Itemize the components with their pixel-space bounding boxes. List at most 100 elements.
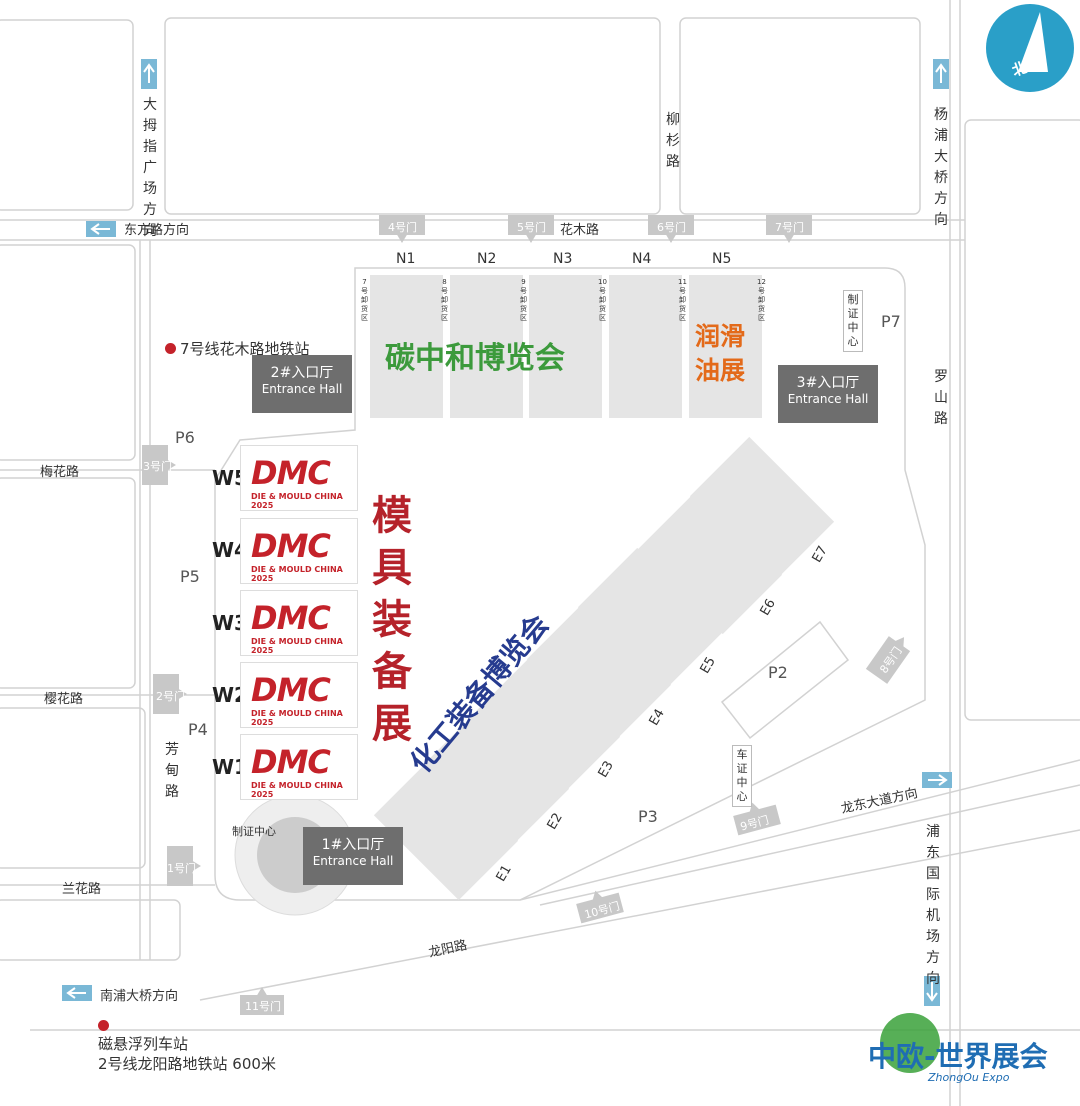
exhibit-lubricant-2: 油展 [695, 356, 746, 385]
exhibit-mold: 模具装备展 [372, 493, 412, 747]
cert-center-south: 制证中心 [232, 825, 276, 838]
hall-n4[interactable] [609, 275, 682, 418]
hall-e3[interactable] [475, 651, 621, 797]
cert-center-north: 制证中心 [843, 290, 863, 352]
metro-icon [98, 1020, 109, 1031]
dmc-sub: DIE & MOULD CHINA 2025 [251, 637, 343, 655]
hall-e2[interactable] [424, 703, 570, 849]
block-w1 [0, 244, 136, 461]
exhibit-lubricant-1: 润滑 [695, 322, 746, 351]
gate-4-label: 4号门 [388, 221, 417, 234]
block-w3 [0, 707, 146, 869]
gate-10[interactable] [574, 885, 624, 924]
road-liushan: 柳杉路 [666, 112, 680, 170]
loading-9: 9号卸货区 [520, 278, 527, 322]
dmc-sub: DIE & MOULD CHINA 2025 [251, 492, 343, 510]
hall-n5[interactable] [689, 275, 762, 418]
brand-logo: 中欧-世界展会 ZhongOu Expo [868, 1013, 1068, 1098]
gate-9[interactable] [731, 797, 781, 836]
arrow-yangpu-icon [933, 59, 949, 89]
hall-w2[interactable]: DMC DIE & MOULD CHINA 2025 [240, 662, 358, 728]
hall-n5-label: N5 [712, 251, 732, 267]
brand-cn: 中欧-世界展会 [868, 1040, 1048, 1073]
road-nanpu: 南浦大桥方向 [100, 989, 179, 1004]
dmc-sub: DIE & MOULD CHINA 2025 [251, 565, 343, 583]
dmc-sub: DIE & MOULD CHINA 2025 [251, 781, 343, 799]
road-yinghua: 樱花路 [44, 692, 84, 707]
gate-11[interactable] [240, 987, 284, 1015]
entrance-3-cn: 3#入口厅 [796, 375, 860, 391]
gate-7[interactable] [766, 215, 812, 243]
loading-10: 10号卸货区 [598, 278, 607, 322]
gate-6[interactable] [648, 215, 694, 243]
metro-line7: 7号线花木路地铁站 [165, 338, 310, 359]
hall-n3[interactable] [529, 275, 602, 418]
block-w4 [0, 899, 181, 961]
brand-en: ZhongOu Expo [928, 1071, 1010, 1084]
entrance-2-cn: 2#入口厅 [270, 365, 334, 381]
entrance-3-en: Entrance Hall [787, 392, 869, 406]
arrow-damuzhi-icon [141, 59, 157, 89]
entrance-1-cn: 1#入口厅 [321, 837, 385, 853]
hall-e5[interactable] [577, 547, 723, 693]
hall-w1[interactable]: DMC DIE & MOULD CHINA 2025 [240, 734, 358, 800]
gate-4[interactable] [379, 215, 425, 243]
entrance-hall-3[interactable]: 3#入口厅 Entrance Hall [778, 365, 878, 423]
road-damuzhi: 大拇指广场方向 [143, 97, 157, 239]
gate-1[interactable] [167, 846, 201, 886]
arrow-airport-icon [924, 976, 940, 1006]
road-meihua: 梅花路 [40, 465, 80, 480]
hall-e4[interactable] [526, 599, 672, 745]
entrance-hall-2[interactable]: 2#入口厅 Entrance Hall [252, 355, 352, 413]
hall-w5[interactable]: DMC DIE & MOULD CHINA 2025 [240, 445, 358, 511]
hall-e7[interactable] [689, 436, 835, 582]
dmc-logo: DMC [251, 599, 331, 637]
gate-3[interactable] [142, 445, 176, 485]
parking-p4: P4 [188, 720, 208, 739]
metro-icon-2 [98, 1016, 109, 1035]
loading-8: 8号卸货区 [441, 278, 448, 322]
gate-2[interactable] [153, 674, 187, 714]
arrow-longdong-icon [922, 772, 952, 788]
road-dongfang: 东方路方向 [124, 223, 190, 238]
dmc-logo: DMC [251, 527, 331, 565]
gate-1-label: 1号门 [167, 862, 196, 875]
road-luoshan: 罗山路 [934, 369, 948, 427]
road-lanhua: 兰花路 [62, 882, 102, 897]
parking-p7: P7 [881, 312, 901, 331]
gate-11-label: 11号门 [245, 1000, 281, 1013]
block-e [964, 119, 1080, 721]
hall-w3[interactable]: DMC DIE & MOULD CHINA 2025 [240, 590, 358, 656]
gate-7-label: 7号门 [775, 221, 804, 234]
road-huamu: 花木路 [560, 223, 600, 238]
parking-p3: P3 [638, 807, 658, 826]
gate-2-label: 2号门 [156, 690, 185, 703]
metro-maglev: 磁悬浮列车站 [98, 1035, 189, 1053]
dmc-logo: DMC [251, 454, 331, 492]
gate-6-label: 6号门 [657, 221, 686, 234]
loading-12: 12号卸货区 [757, 278, 766, 322]
hall-n2[interactable] [450, 275, 523, 418]
parking-p5: P5 [180, 567, 200, 586]
vehicle-cert-center: 车证中心 [732, 745, 752, 807]
gate-5[interactable] [508, 215, 554, 243]
entrance-1-en: Entrance Hall [312, 854, 394, 868]
hall-e1[interactable] [373, 755, 519, 901]
dmc-sub: DIE & MOULD CHINA 2025 [251, 709, 343, 727]
dmc-logo: DMC [251, 743, 331, 781]
globe-icon [880, 1013, 940, 1073]
hall-n1-label: N1 [396, 251, 416, 267]
hall-w4[interactable]: DMC DIE & MOULD CHINA 2025 [240, 518, 358, 584]
gate-3-label: 3号门 [143, 460, 172, 473]
gate-8[interactable] [865, 630, 915, 684]
block-n-center [164, 17, 661, 215]
dmc-logo: DMC [251, 671, 331, 709]
hall-n1[interactable] [370, 275, 443, 418]
parking-p2-area [720, 620, 850, 740]
road-airport: 浦东国际机场方向 [926, 824, 940, 987]
entrance-hall-1[interactable]: 1#入口厅 Entrance Hall [303, 827, 403, 885]
hall-e6[interactable] [637, 489, 783, 635]
